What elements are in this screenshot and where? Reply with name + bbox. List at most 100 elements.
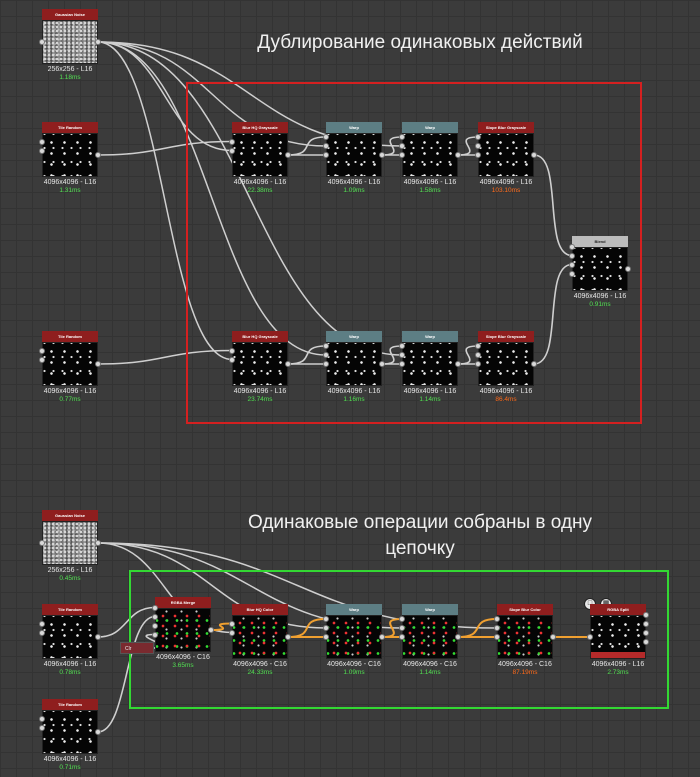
input-port[interactable] <box>229 347 235 354</box>
output-port[interactable] <box>208 627 214 633</box>
input-port[interactable] <box>475 134 481 140</box>
input-port[interactable] <box>39 629 45 636</box>
input-port[interactable] <box>569 270 575 277</box>
output-port[interactable] <box>550 634 556 640</box>
input-port[interactable] <box>39 620 45 627</box>
input-port[interactable] <box>229 147 235 154</box>
input-port[interactable] <box>39 715 45 722</box>
output-port[interactable] <box>643 611 649 618</box>
input-port[interactable] <box>323 143 329 149</box>
output-port[interactable] <box>643 629 649 636</box>
output-port[interactable] <box>455 152 461 158</box>
input-port[interactable] <box>587 634 593 640</box>
output-port[interactable] <box>285 152 291 158</box>
output-port[interactable] <box>643 620 649 627</box>
output-port[interactable] <box>285 361 291 367</box>
output-port[interactable] <box>95 39 101 45</box>
input-port[interactable] <box>494 625 500 631</box>
input-port[interactable] <box>323 634 329 640</box>
output-port[interactable] <box>531 152 537 158</box>
input-port[interactable] <box>39 147 45 154</box>
output-port[interactable] <box>643 638 649 645</box>
output-port[interactable] <box>531 361 537 367</box>
input-port[interactable] <box>39 138 45 145</box>
output-port[interactable] <box>379 361 385 367</box>
output-port[interactable] <box>379 152 385 158</box>
output-port[interactable] <box>95 729 101 735</box>
output-port[interactable] <box>95 152 101 158</box>
input-port[interactable] <box>39 39 45 45</box>
input-port[interactable] <box>323 134 329 140</box>
input-port[interactable] <box>152 631 158 638</box>
input-port[interactable] <box>569 243 575 250</box>
output-port[interactable] <box>455 634 461 640</box>
input-port[interactable] <box>399 152 405 158</box>
input-port[interactable] <box>152 604 158 611</box>
input-port[interactable] <box>39 347 45 354</box>
input-port[interactable] <box>152 622 158 629</box>
output-port[interactable] <box>95 361 101 367</box>
output-port[interactable] <box>285 634 291 640</box>
input-port[interactable] <box>323 152 329 158</box>
input-port[interactable] <box>569 261 575 268</box>
input-port[interactable] <box>229 620 235 627</box>
input-port[interactable] <box>323 343 329 349</box>
input-port[interactable] <box>323 361 329 367</box>
input-port[interactable] <box>323 616 329 622</box>
input-port[interactable] <box>229 629 235 636</box>
input-port[interactable] <box>399 625 405 631</box>
input-port[interactable] <box>39 540 45 546</box>
input-port[interactable] <box>494 634 500 640</box>
output-port[interactable] <box>95 540 101 546</box>
input-port[interactable] <box>494 616 500 622</box>
input-port[interactable] <box>39 356 45 363</box>
input-port[interactable] <box>399 143 405 149</box>
input-port[interactable] <box>399 616 405 622</box>
output-port[interactable] <box>625 266 631 272</box>
input-port[interactable] <box>399 134 405 140</box>
output-port[interactable] <box>379 634 385 640</box>
node-resolution: 4096x4096 - L16 <box>479 179 533 186</box>
input-port[interactable] <box>399 352 405 358</box>
output-port[interactable] <box>455 361 461 367</box>
input-port[interactable] <box>229 356 235 363</box>
input-port[interactable] <box>39 724 45 731</box>
input-port[interactable] <box>152 613 158 620</box>
clr-node[interactable]: Clr <box>120 642 154 654</box>
output-port[interactable] <box>95 634 101 640</box>
input-port[interactable] <box>475 152 481 158</box>
input-port[interactable] <box>475 143 481 149</box>
input-port[interactable] <box>323 352 329 358</box>
input-port[interactable] <box>475 343 481 349</box>
input-port[interactable] <box>399 343 405 349</box>
input-port[interactable] <box>229 138 235 145</box>
input-port[interactable] <box>475 352 481 358</box>
input-port[interactable] <box>569 252 575 259</box>
input-port[interactable] <box>399 361 405 367</box>
input-port[interactable] <box>399 634 405 640</box>
input-port[interactable] <box>475 361 481 367</box>
input-port[interactable] <box>323 625 329 631</box>
